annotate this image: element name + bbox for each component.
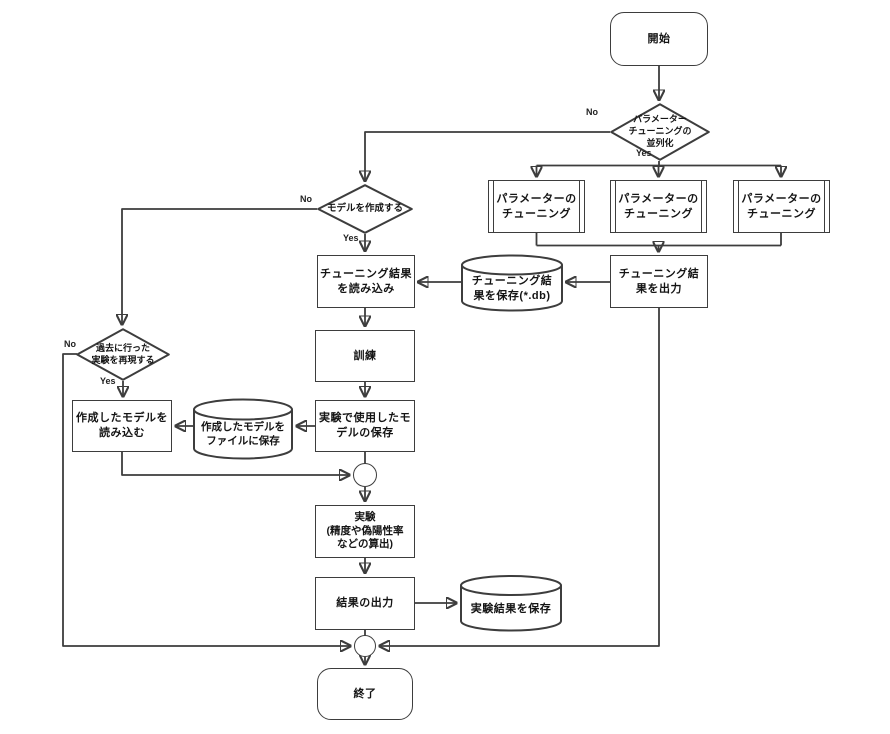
node-parallel-decision: パラメーター チューニングの 並列化 (610, 103, 710, 161)
diamond-shape (610, 103, 710, 161)
node-db-save-tuning: チューニング結 果を保存(*.db) (461, 254, 563, 312)
node-start-label: 開始 (647, 32, 671, 45)
node-end: 終了 (317, 668, 413, 720)
cylinder-shape (193, 398, 293, 460)
cylinder-shape (460, 575, 562, 632)
junction-merge-2 (354, 635, 376, 657)
diamond-shape (76, 328, 170, 381)
edge-label-parallel-no: No (586, 107, 598, 117)
edge-label-repro-yes: Yes (100, 376, 116, 386)
node-output-results-label: 結果の出力 (336, 597, 394, 610)
node-load-tuning-results: チューニング結果 を読み込み (317, 255, 415, 308)
node-param-tuning-3: パラメーターの チューニング (733, 180, 830, 233)
node-param-tuning-2-label: パラメーターの チューニング (618, 192, 699, 220)
node-create-model-decision: モデルを作成する (317, 184, 413, 234)
edge-label-parallel-yes: Yes (636, 148, 652, 158)
node-train-label: 訓練 (353, 349, 377, 362)
diamond-shape (317, 184, 413, 234)
node-parallel-decision-label: パラメーター チューニングの 並列化 (628, 114, 692, 148)
node-end-label: 終了 (353, 687, 377, 700)
node-db-save-results-label: 実験結果を保存 (470, 603, 552, 616)
node-db-save-model-file: 作成したモデルを ファイルに保存 (193, 398, 293, 460)
junction-merge-1 (353, 463, 377, 487)
node-reproduce-decision-label: 過去に行った 実験を再現する (91, 342, 155, 365)
edge-label-model-yes: Yes (343, 233, 359, 243)
node-output-tuning-results: チューニング結 果を出力 (610, 255, 708, 308)
node-output-results: 結果の出力 (315, 577, 415, 630)
node-db-save-model-file-label: 作成したモデルを ファイルに保存 (201, 421, 285, 447)
node-param-tuning-3-label: パラメーターの チューニング (741, 192, 822, 220)
node-load-tuning-results-label: チューニング結果 を読み込み (320, 267, 412, 295)
node-param-tuning-1: パラメーターの チューニング (488, 180, 585, 233)
cylinder-shape (461, 254, 563, 312)
node-experiment: 実験 (精度や偽陽性率 などの算出) (315, 505, 415, 558)
node-param-tuning-2: パラメーターの チューニング (610, 180, 707, 233)
node-param-tuning-1-label: パラメーターの チューニング (496, 192, 577, 220)
node-save-model: 実験で使用したモ デルの保存 (315, 400, 415, 452)
node-create-model-decision-label: モデルを作成する (326, 202, 403, 214)
node-save-model-label: 実験で使用したモ デルの保存 (319, 412, 411, 439)
edge-label-model-no: No (300, 194, 312, 204)
node-reproduce-decision: 過去に行った 実験を再現する (76, 328, 170, 381)
node-load-model-label: 作成したモデルを 読み込む (76, 412, 168, 439)
node-db-save-tuning-label: チューニング結 果を保存(*.db) (471, 275, 553, 302)
node-load-model: 作成したモデルを 読み込む (72, 400, 172, 452)
node-train: 訓練 (315, 330, 415, 382)
node-start: 開始 (610, 12, 708, 66)
edge-label-repro-no: No (64, 339, 76, 349)
node-output-tuning-results-label: チューニング結 果を出力 (618, 267, 700, 295)
node-experiment-label: 実験 (精度や偽陽性率 などの算出) (326, 511, 404, 551)
node-db-save-results: 実験結果を保存 (460, 575, 562, 632)
